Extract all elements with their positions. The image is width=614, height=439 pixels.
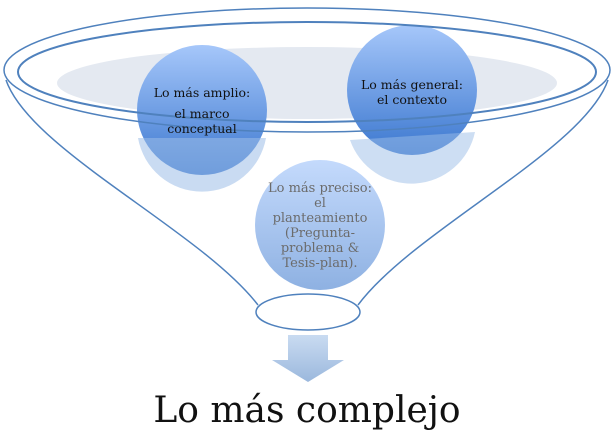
- down-arrow-icon: [272, 335, 344, 382]
- circle-label-marco: Lo más amplio: el marco conceptual: [142, 85, 262, 136]
- funnel-inner-rim: [17, 21, 597, 123]
- circle-text: el: [314, 196, 326, 211]
- circle-text: (Pregunta-: [284, 226, 356, 241]
- circle-contexto: [347, 25, 477, 155]
- circle-title: Lo más preciso:: [267, 181, 373, 196]
- circle-text: Tesis-plan).: [282, 256, 358, 271]
- funnel-outline: [5, 79, 609, 306]
- circle-title: Lo más general:: [361, 77, 463, 92]
- circle-text: el marco: [174, 106, 230, 121]
- circle-text: problema &: [280, 241, 360, 256]
- circle-label-planteamiento: Lo más preciso: el planteamiento (Pregun…: [260, 181, 380, 271]
- funnel-outer-rim: [3, 7, 611, 133]
- circle-text: el contexto: [377, 92, 447, 107]
- circle-text: planteamiento: [272, 211, 368, 226]
- result-label: Lo más complejo: [153, 390, 461, 431]
- funnel-spout: [255, 293, 361, 331]
- circle-text: conceptual: [167, 121, 237, 136]
- circle-planteamiento: [255, 160, 385, 290]
- funnel-rim-fill: [57, 47, 557, 119]
- circle-label-contexto: Lo más general: el contexto: [352, 77, 472, 107]
- circle-title: Lo más amplio:: [153, 85, 251, 100]
